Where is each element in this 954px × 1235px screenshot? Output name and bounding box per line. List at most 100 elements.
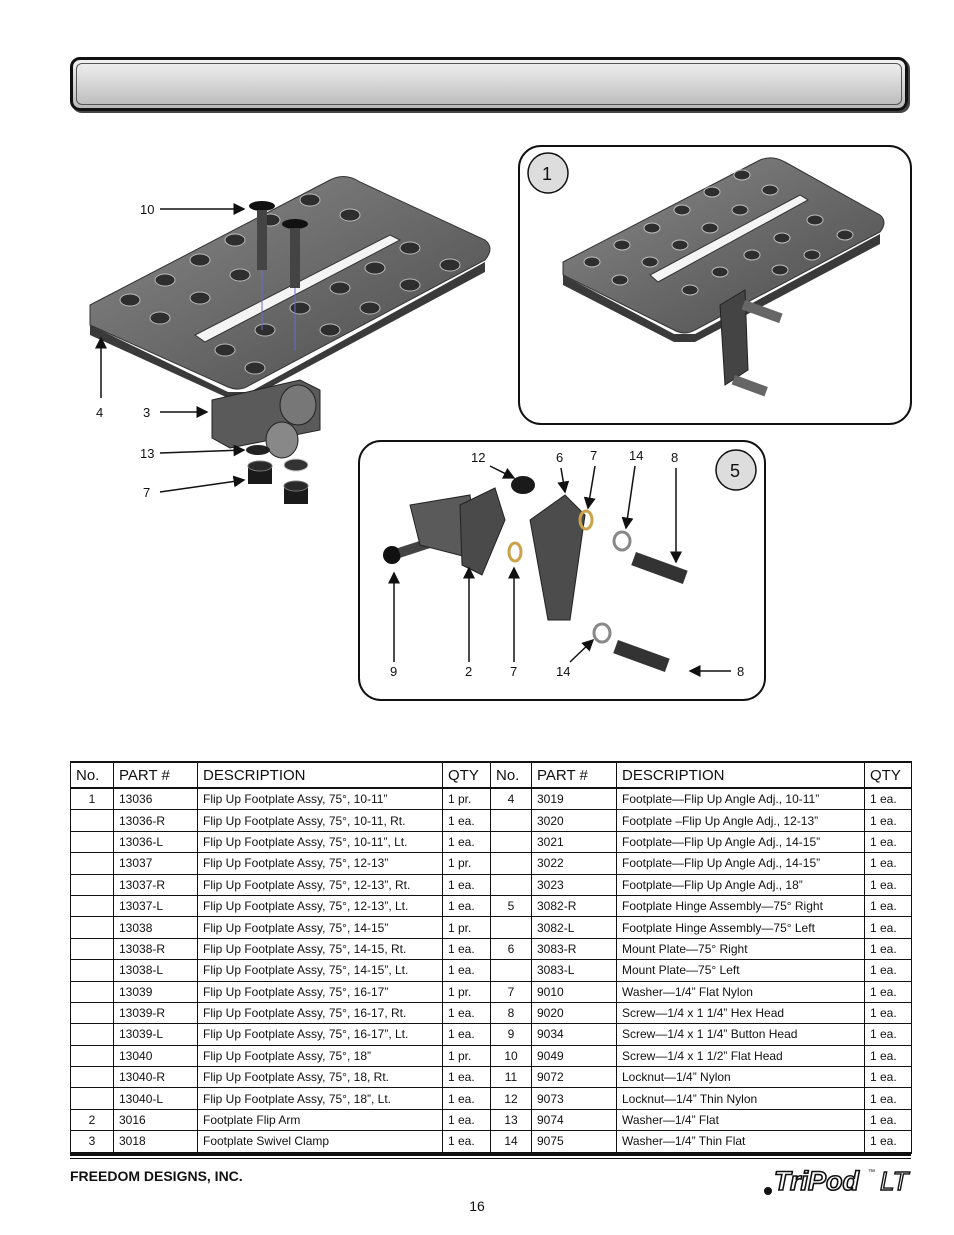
- page-number: 16: [469, 1198, 485, 1214]
- header-description-2: DESCRIPTION: [616, 761, 865, 789]
- callout-10: 10: [140, 202, 154, 217]
- cell-qty: 1 ea.: [442, 809, 491, 832]
- cell-description-2: Footplate—Flip Up Angle Adj., 18”: [616, 873, 865, 896]
- cell-qty: 1 ea.: [442, 873, 491, 896]
- tripod-lt-logo: TriPod ™ LT: [764, 1165, 911, 1197]
- cell-no: [70, 1066, 114, 1089]
- cell-qty-2: 1 ea.: [864, 1108, 912, 1132]
- cell-no-2: [490, 830, 532, 854]
- header-part: PART #: [113, 761, 198, 789]
- cell-part: 13037-R: [113, 873, 198, 896]
- cell-qty: 1 ea.: [442, 830, 491, 854]
- cell-no-2: 14: [490, 1130, 532, 1154]
- cell-no: [70, 916, 114, 939]
- cell-qty: 1 ea.: [442, 1108, 491, 1132]
- cell-description: Flip Up Footplate Assy, 75°, 14-15, Rt.: [197, 937, 443, 961]
- cell-description: Flip Up Footplate Assy, 75°, 12-13”, Lt.: [197, 894, 443, 918]
- callout-8-bottom: 8: [737, 664, 744, 679]
- cell-description-2: Mount Plate—75° Left: [616, 959, 865, 982]
- company-name: FREEDOM DESIGNS, INC.: [70, 1168, 243, 1184]
- cell-qty-2: 1 ea.: [864, 873, 912, 896]
- cell-part: 13039: [113, 980, 198, 1003]
- cell-no-2: [490, 852, 532, 875]
- cell-no-2: 4: [490, 787, 532, 811]
- cell-part: 13036-R: [113, 809, 198, 832]
- cell-qty-2: 1 ea.: [864, 980, 912, 1003]
- cell-part-2: 9020: [531, 1001, 617, 1025]
- cell-description: Flip Up Footplate Assy, 75°, 10-11”, Lt.: [197, 830, 443, 854]
- callout-3: 3: [143, 405, 150, 420]
- inset-5-label: 5: [730, 461, 740, 481]
- cell-qty: 1 ea.: [442, 894, 491, 918]
- cell-part-2: 9034: [531, 1023, 617, 1046]
- cell-description-2: Footplate –Flip Up Angle Adj., 12-13”: [616, 809, 865, 832]
- cell-no-2: 9: [490, 1023, 532, 1046]
- cell-no-2: 13: [490, 1108, 532, 1132]
- cell-qty-2: 1 ea.: [864, 959, 912, 982]
- cell-part-2: 3021: [531, 830, 617, 854]
- cell-no: 2: [70, 1108, 114, 1132]
- cell-part-2: 3083-R: [531, 937, 617, 961]
- cell-description: Flip Up Footplate Assy, 75°, 18, Rt.: [197, 1066, 443, 1089]
- cell-part: 13036-L: [113, 830, 198, 854]
- cell-no: [70, 809, 114, 832]
- cell-part: 13038-R: [113, 937, 198, 961]
- callout-6: 6: [556, 450, 563, 465]
- cell-qty-2: 1 ea.: [864, 1001, 912, 1025]
- cell-qty-2: 1 ea.: [864, 1087, 912, 1110]
- cell-qty-2: 1 ea.: [864, 809, 912, 832]
- cell-qty-2: 1 ea.: [864, 937, 912, 961]
- cell-qty: 1 pr.: [442, 1044, 491, 1068]
- callout-9: 9: [390, 664, 397, 679]
- cell-description: Flip Up Footplate Assy, 75°, 14-15”, Lt.: [197, 959, 443, 982]
- cell-no-2: 7: [490, 980, 532, 1003]
- logo-tripod-text: TriPod: [774, 1166, 860, 1196]
- cell-no-2: 5: [490, 894, 532, 918]
- cell-part: 3016: [113, 1108, 198, 1132]
- cell-qty-2: 1 ea.: [864, 1066, 912, 1089]
- cell-description-2: Screw—1/4 x 1 1/2” Flat Head: [616, 1044, 865, 1068]
- cell-description-2: Footplate—Flip Up Angle Adj., 14-15”: [616, 852, 865, 875]
- cell-qty-2: 1 ea.: [864, 1130, 912, 1154]
- cell-no: [70, 1087, 114, 1110]
- cell-qty-2: 1 ea.: [864, 894, 912, 918]
- cell-description-2: Footplate—Flip Up Angle Adj., 14-15”: [616, 830, 865, 854]
- header-no: No.: [70, 761, 114, 789]
- inset-1-assembled-view: 1: [518, 145, 912, 425]
- cell-qty-2: 1 ea.: [864, 787, 912, 811]
- callout-7: 7: [143, 485, 150, 500]
- cell-part: 13037: [113, 852, 198, 875]
- header-description: DESCRIPTION: [197, 761, 443, 789]
- cell-qty: 1 ea.: [442, 1023, 491, 1046]
- cell-qty: 1 ea.: [442, 1087, 491, 1110]
- cell-part: 13038: [113, 916, 198, 939]
- callout-14-bottom: 14: [556, 664, 570, 679]
- cell-qty: 1 pr.: [442, 787, 491, 811]
- logo-tm: ™: [868, 1169, 875, 1176]
- nuts-and-washers: [246, 445, 309, 504]
- cell-no: [70, 894, 114, 918]
- cell-no: 3: [70, 1130, 114, 1154]
- cell-description-2: Locknut—1/4” Thin Nylon: [616, 1087, 865, 1110]
- cell-qty: 1 ea.: [442, 1130, 491, 1154]
- cell-qty-2: 1 ea.: [864, 1044, 912, 1068]
- cell-description-2: Footplate Hinge Assembly—75° Right: [616, 894, 865, 918]
- cell-no-2: 11: [490, 1066, 532, 1089]
- swivel-clamp: [211, 379, 321, 459]
- cell-description-2: Screw—1/4 x 1 1/4” Button Head: [616, 1023, 865, 1046]
- cell-part: 13040-L: [113, 1087, 198, 1110]
- cell-part: 13039-L: [113, 1023, 198, 1046]
- footer-rule: [70, 1153, 911, 1156]
- cell-no-2: 8: [490, 1001, 532, 1025]
- cell-no: 1: [70, 787, 114, 811]
- cell-description-2: Washer—1/4” Flat Nylon: [616, 980, 865, 1003]
- cell-qty: 1 pr.: [442, 980, 491, 1003]
- cell-description: Flip Up Footplate Assy, 75°, 16-17, Rt.: [197, 1001, 443, 1025]
- cell-part-2: 9073: [531, 1087, 617, 1110]
- cell-part-2: 9072: [531, 1066, 617, 1089]
